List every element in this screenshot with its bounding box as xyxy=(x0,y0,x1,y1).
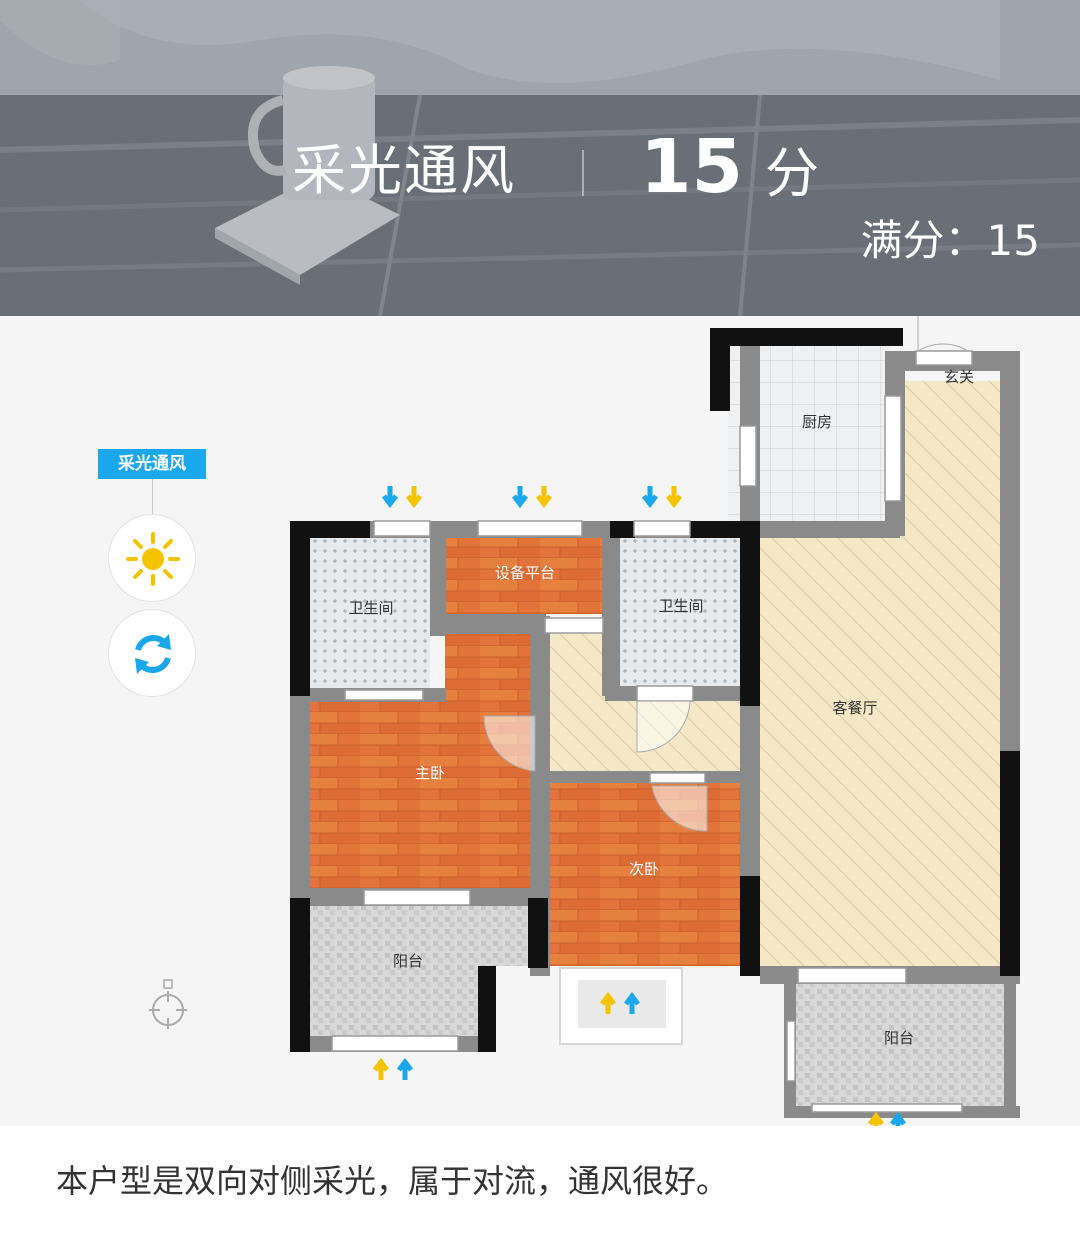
header-divider xyxy=(582,150,584,196)
score-value: 15 xyxy=(640,124,743,210)
label-kitchen: 厨房 xyxy=(802,414,832,431)
description-text: 本户型是双向对侧采光，属于对流，通风很好。 xyxy=(56,1162,729,1200)
bathroom-left-floor xyxy=(310,538,430,688)
balcony-left-floor xyxy=(310,906,530,1036)
full-score-label: 满分：15 xyxy=(860,216,1040,265)
label-entrance: 玄关 xyxy=(944,369,974,386)
banner-background-photo xyxy=(0,0,1080,316)
floorplan-panel[interactable]: 厨房 玄关 卫生间 设备平台 卫生间 客餐厅 主卧 次卧 阳台 阳台 采光通风 xyxy=(0,316,1080,1126)
header-banner: 采光通风 15 分 满分：15 xyxy=(0,0,1080,316)
label-bathroom-left: 卫生间 xyxy=(348,600,393,617)
label-balcony-right: 阳台 xyxy=(884,1030,914,1047)
score-display: 15 分 xyxy=(640,122,819,232)
master-bedroom-floor xyxy=(310,634,535,888)
label-equipment-platform: 设备平台 xyxy=(495,565,555,582)
label-balcony-left: 阳台 xyxy=(393,953,423,970)
sun-icon xyxy=(126,532,180,586)
score-unit: 分 xyxy=(764,142,819,205)
lighting-ventilation-tag: 采光通风 xyxy=(98,449,206,479)
label-living-dining: 客餐厅 xyxy=(832,700,877,717)
equipment-platform-floor xyxy=(446,538,602,614)
bathroom-right-floor xyxy=(620,538,740,686)
label-bathroom-right: 卫生间 xyxy=(658,598,703,615)
refresh-icon xyxy=(135,634,171,674)
crosshair-icon[interactable] xyxy=(146,978,190,1030)
floorplan-drawing: 厨房 玄关 卫生间 设备平台 卫生间 客餐厅 主卧 次卧 阳台 阳台 xyxy=(290,316,1020,1126)
ventilation-arrows xyxy=(373,486,906,1126)
sun-button[interactable] xyxy=(108,514,196,602)
second-bedroom-floor xyxy=(550,781,740,966)
label-second-bedroom: 次卧 xyxy=(629,861,659,878)
category-title: 采光通风 xyxy=(292,139,516,202)
tag-connector-line xyxy=(152,479,153,514)
refresh-button[interactable] xyxy=(108,609,196,697)
balcony-right-floor xyxy=(792,984,1004,1106)
label-master-bedroom: 主卧 xyxy=(415,765,445,782)
